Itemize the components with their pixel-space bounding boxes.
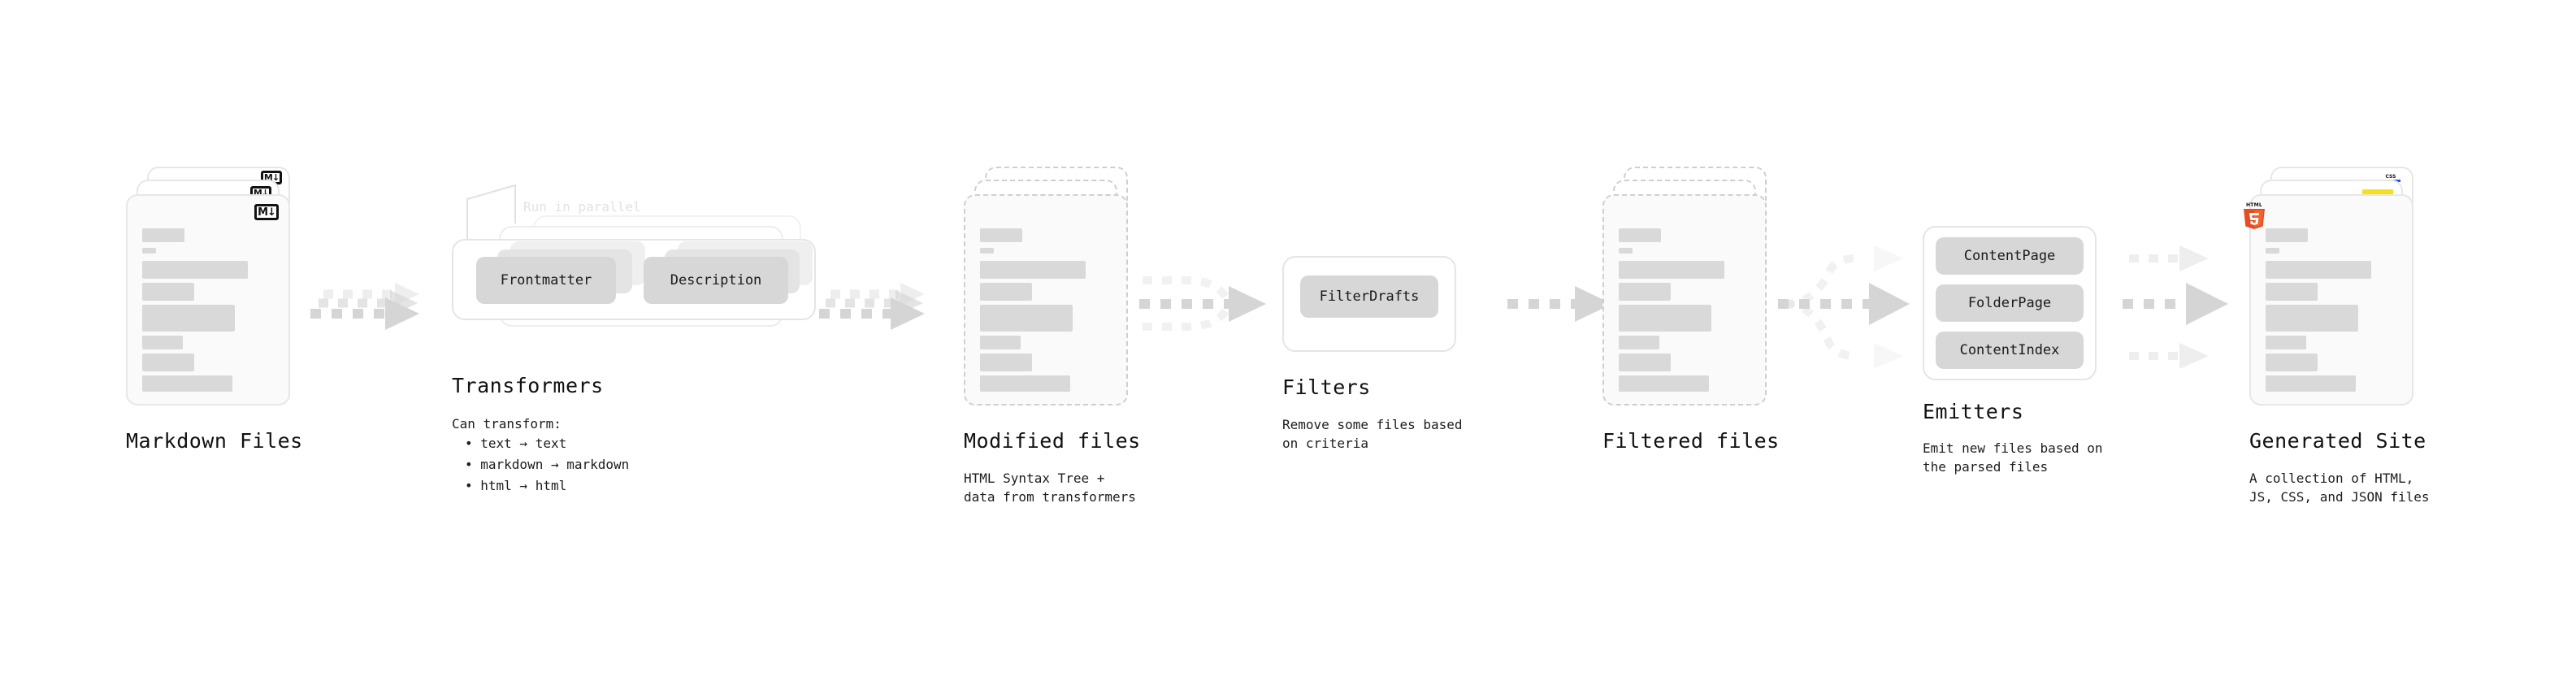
skeleton-line [980,305,1073,332]
transformers-bullets-intro: Can transform: [452,416,562,432]
filtered-sheet-front [1602,194,1767,406]
skeleton-line [980,248,994,254]
chip-description[interactable]: Description [644,257,788,304]
stage-emitters: ContentPage FolderPage ContentIndex [1923,226,2097,380]
connector-md-to-transformers [310,283,419,330]
chip-folderpage[interactable]: FolderPage [1936,284,2084,322]
skeleton-line [1619,305,1711,332]
html5-icon: HTML [2241,201,2267,230]
caption-modified-files: Modified files [964,429,1141,453]
subcaption-filters: Remove some files based on criteria [1282,417,1463,452]
stage-generated-site: CSS HTML [2244,167,2413,406]
caption-filters: Filters [1282,375,1371,399]
md-icon: M↓ [254,204,279,220]
skeleton-line [2266,354,2318,371]
connector-modified-to-filters [1139,276,1266,331]
transformers-bullet-2: • markdown → markdown [465,457,630,472]
skeleton-line [142,248,156,254]
skeleton-line [2266,228,2308,242]
connector-filtered-to-emitters [1778,245,1910,369]
stage-markdown-files: M↓ M↓ M↓ [126,167,290,406]
skeleton-line [980,354,1032,371]
subcaption-generated-site: A collection of HTML, JS, CSS, and JSON … [2249,471,2430,505]
skeleton-line [1619,261,1724,279]
subcaption-emitters: Emit new files based on the parsed files [1923,440,2103,475]
skeleton-line [2266,261,2371,279]
caption-generated-site: Generated Site [2249,429,2426,453]
connector-filters-to-filtered [1507,286,1612,322]
svg-text:HTML: HTML [2246,202,2262,208]
skeleton-line [980,336,1021,349]
svg-text:CSS: CSS [2386,174,2396,180]
subcaption-modified-files: HTML Syntax Tree + data from transformer… [964,471,1136,505]
caption-transformers: Transformers [452,374,604,397]
skeleton-line [1619,354,1671,371]
stage-filters: FilterDrafts [1282,256,1456,352]
skeleton-line [2266,375,2356,392]
skeleton-line [2266,305,2358,332]
modified-sheet-front [964,194,1128,406]
skeleton-line [2266,336,2306,349]
skeleton-line [2266,248,2279,254]
skeleton-line [1619,375,1709,392]
transformers-bullet-1: • text → text [465,436,567,451]
skeleton-line [142,261,248,279]
skeleton-line [1619,283,1671,301]
skeleton-line [142,283,194,301]
stage-transformers: Frontmatter Description [452,215,834,362]
skeleton-line [2266,283,2318,301]
markdown-sheet-front: M↓ [126,194,290,406]
stage-filtered-files [1602,167,1767,406]
chip-contentpage[interactable]: ContentPage [1936,237,2084,275]
skeleton-line [142,354,194,371]
stage-modified-files [964,167,1128,406]
chip-frontmatter[interactable]: Frontmatter [476,257,616,304]
connector-emitters-to-site [2123,245,2228,369]
site-sheet-front: HTML [2244,194,2413,406]
run-in-parallel-label: Run in parallel [523,199,641,215]
caption-filtered-files: Filtered files [1602,429,1780,453]
skeleton-line [980,283,1032,301]
transformers-bullet-3: • html → html [465,478,567,493]
skeleton-line [980,375,1070,392]
skeleton-line [980,228,1022,242]
caption-emitters: Emitters [1923,400,2024,423]
skeleton-line [1619,336,1659,349]
skeleton-line [142,228,184,242]
skeleton-line [980,261,1086,279]
connector-transformers-to-modified [819,283,925,330]
caption-markdown-files: Markdown Files [126,429,303,453]
skeleton-line [142,375,232,392]
skeleton-line [1619,228,1661,242]
chip-contentindex[interactable]: ContentIndex [1936,332,2084,369]
skeleton-line [142,336,183,349]
chip-filterdrafts[interactable]: FilterDrafts [1300,275,1438,318]
skeleton-line [142,305,235,332]
skeleton-line [1619,248,1633,254]
